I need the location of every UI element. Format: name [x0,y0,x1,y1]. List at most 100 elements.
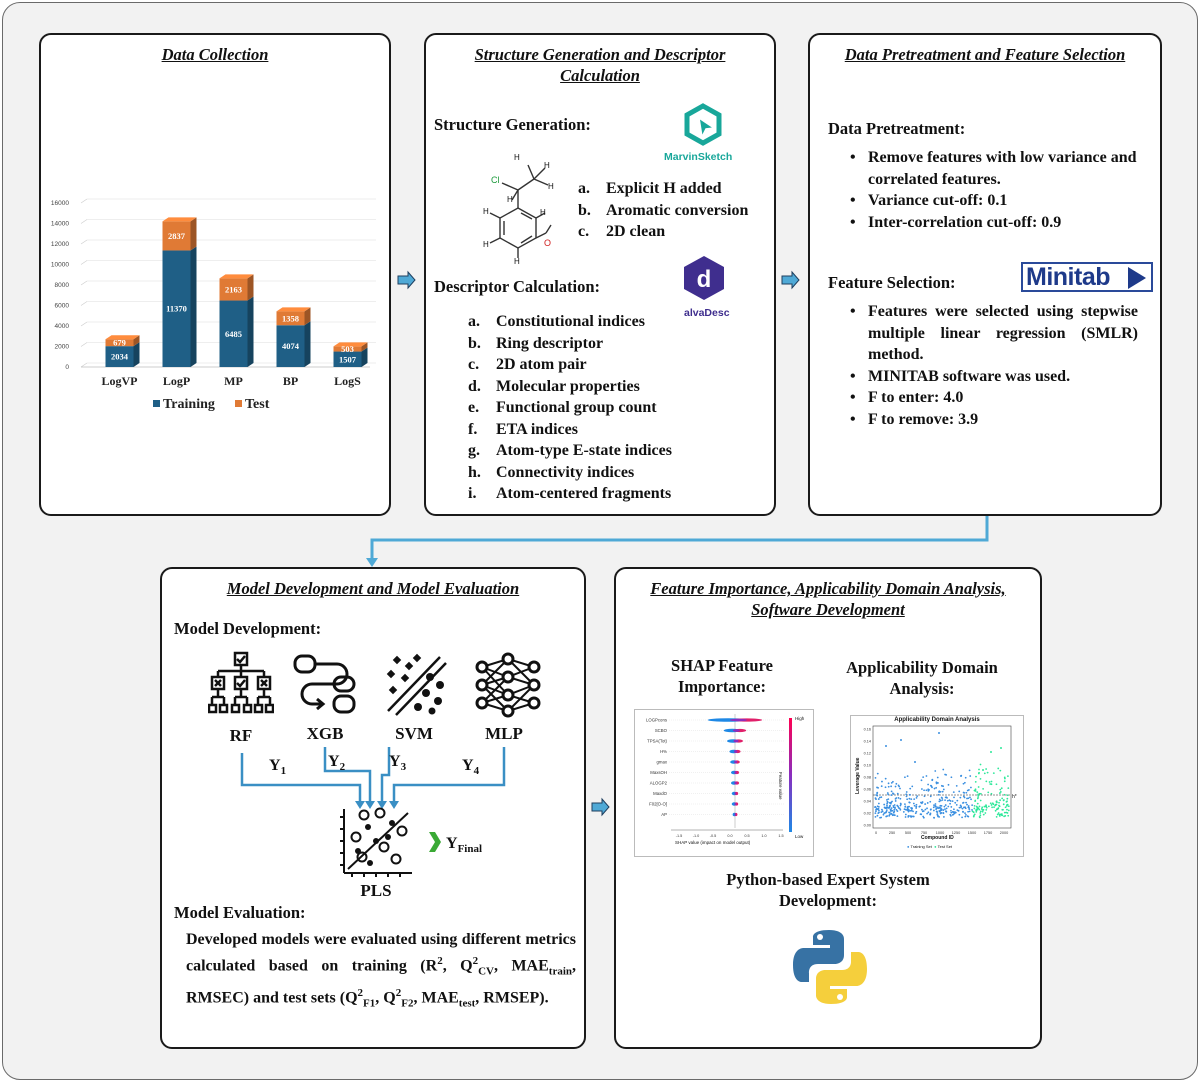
ad-training-point [929,812,932,815]
chart-grid-line [80,219,88,224]
svg-text:d: d [697,266,712,293]
ad-training-point [884,777,887,780]
ad-test-point [1003,793,1006,796]
ad-training-point [890,790,893,793]
ad-training-point [965,813,967,816]
ad-test-point [1001,808,1004,811]
ad-training-point [964,812,966,815]
ad-training-point [887,785,890,788]
ad-training-point [950,809,952,812]
ad-training-point [886,802,889,805]
ad-training-point [940,809,943,812]
ad-test-point [986,771,989,774]
ad-training-point [896,810,899,812]
chart-data-label: 2837 [168,231,186,241]
ad-training-point [889,812,891,814]
ad-y-tick-label: 0.06 [864,788,871,792]
ad-training-point [905,791,908,793]
ad-test-point [976,806,979,809]
ad-training-point [962,795,965,798]
ad-training-point [875,810,877,813]
shap-swarm-mid [733,750,738,753]
shap-x-tick-label: -0.5 [710,834,717,838]
ad-test-point [987,791,990,794]
ad-training-point [893,814,896,817]
ad-training-point [908,805,910,808]
marvinsketch-logo-icon [684,103,722,146]
ad-training-point [944,804,947,806]
chart-bar-test [276,311,305,326]
ad-training-point [962,782,965,785]
ad-test-point [982,813,985,816]
ad-training-point [927,789,930,792]
ad-training-point [939,799,942,802]
ad-training-point [944,799,946,802]
ad-training-point [970,798,972,801]
chart-bar-side [190,246,197,367]
shap-feature-label: LOGPcons [646,718,667,723]
structure-step: c.2D clean [578,223,666,240]
ad-training-point [874,812,877,815]
ad-training-point [904,806,907,808]
marvinsketch-label: MarvinSketch [664,151,733,163]
ad-training-point [971,808,973,811]
ad-test-point [979,763,982,766]
ad-test-point [973,789,976,792]
ad-test-point [991,802,994,805]
ad-x-tick-label: 1250 [952,831,960,835]
ad-test-point [996,808,999,810]
ad-test-point [995,783,998,786]
feature-selection-item: MINITAB software was used. [846,366,1138,388]
ad-training-point [904,776,906,779]
shap-swarm-mid [734,760,738,764]
final-output-chevron-icon [429,832,441,852]
shap-feature-label: ALOGP2 [650,781,668,786]
descriptor-item: c.2D atom pair [468,356,587,373]
data-collection-title: Data Collection [161,45,269,64]
ad-training-point [958,813,961,816]
ad-training-point [927,783,930,786]
ad-training-point [945,773,948,776]
ad-training-point [947,805,950,808]
ad-test-point [1003,811,1006,814]
ad-training-point [916,795,919,798]
ad-test-point [1000,787,1003,790]
ad-training-point [954,801,957,804]
chart-data-label: 4074 [282,341,300,351]
descriptor-item: e.Functional group count [468,399,657,416]
ad-training-point [904,813,907,816]
ad-training-point [890,801,893,804]
y2-label: Y2 [328,753,346,774]
ad-training-point [935,786,938,789]
ad-training-point [885,810,888,813]
ad-training-point [953,812,956,815]
ad-x-tick-label: 500 [905,831,911,835]
ad-test-point [978,805,981,808]
ad-training-point [875,807,878,810]
structure-step: a.Explicit H added [578,180,722,197]
ad-test-point [999,799,1002,802]
ad-training-point [964,815,967,818]
chart-x-tick-label: LogS [334,374,361,388]
ad-test-point [979,812,982,814]
ad-training-point [962,806,965,809]
ad-training-point [895,797,898,799]
ad-training-point [950,811,953,814]
ad-training-point [909,809,912,812]
ad-test-point [979,777,982,780]
chart-bar-side [304,307,311,326]
ad-training-point [922,816,925,819]
ad-training-point [937,782,939,784]
chart-data-label: 503 [341,344,354,354]
ad-training-point [888,806,891,809]
ad-training-point [884,786,887,789]
ad-test-point [972,811,975,814]
ad-test-point [998,801,1000,804]
ad-test-point [1002,803,1005,806]
ad-training-point [938,816,941,818]
ad-test-point [973,804,976,807]
ad-training-point [913,798,916,801]
pls-scatter-icon [340,807,412,877]
ad-training-point [926,807,928,810]
